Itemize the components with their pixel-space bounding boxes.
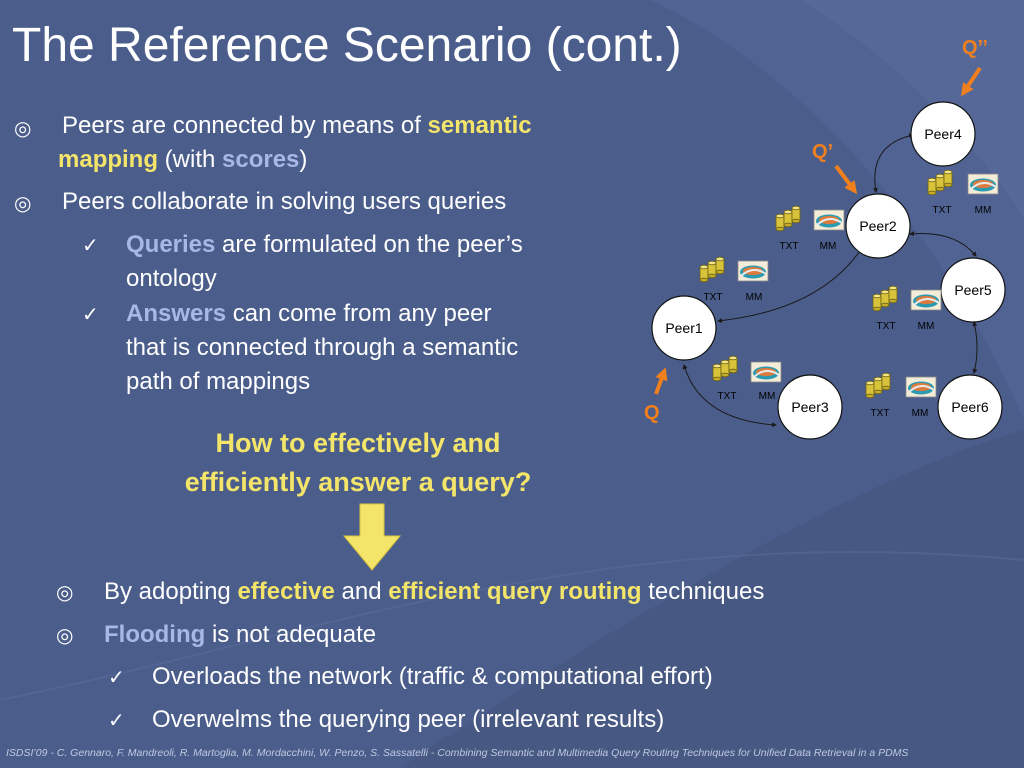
- database-icon: [928, 170, 952, 195]
- highlight-flooding: Flooding: [104, 621, 206, 648]
- sub-answers-line2: that is connected through a semantic: [126, 334, 519, 361]
- bullet-text: By adopting: [104, 578, 238, 605]
- database-icon: [866, 373, 890, 398]
- sub-queries-line1: Queries are formulated on the peer’s: [126, 228, 523, 262]
- mm-label: MM: [975, 205, 992, 216]
- highlight-efficient-query-routing: efficient query routing: [388, 578, 642, 605]
- question-callout: How to effectively and efficiently answe…: [130, 424, 586, 502]
- question-line1: How to effectively and: [215, 428, 501, 458]
- image-icon: [813, 209, 845, 231]
- database-icon: [713, 356, 737, 381]
- peer4-data: TXT MM: [928, 170, 999, 216]
- peer2-node: Peer2: [845, 193, 911, 259]
- txt-label: TXT: [933, 205, 952, 216]
- image-icon: [737, 260, 769, 282]
- bullet-text: and: [334, 578, 389, 605]
- edge-peer1-peer2: [717, 247, 863, 324]
- peer6-label: Peer6: [951, 399, 989, 415]
- mm-label: MM: [759, 391, 776, 402]
- txt-label: TXT: [718, 391, 737, 402]
- slide-footer: ISDSI’09 - C. Gennaro, F. Mandreoli, R. …: [6, 747, 909, 759]
- bullet-text: techniques: [641, 578, 765, 605]
- peer5-node: Peer5: [940, 257, 1006, 323]
- sub-answers-line3: path of mappings: [126, 368, 311, 395]
- peer5-label: Peer5: [954, 282, 992, 298]
- highlight-scores: scores: [222, 146, 300, 173]
- peer3-data: TXT MM: [713, 356, 782, 402]
- edge-peer5-peer6: [972, 321, 978, 374]
- bullet-text: Peers are connected by means of: [62, 112, 428, 139]
- peer1-node: Peer1: [651, 295, 717, 361]
- query-q1-label: Q’: [812, 141, 833, 163]
- edge-peer2-peer4: [872, 133, 914, 193]
- sub-answers-line1: Answers can come from any peer: [126, 297, 492, 331]
- edge-peer1-peer3: [682, 364, 777, 428]
- image-icon: [967, 173, 999, 195]
- peer4-node: Peer4: [910, 101, 976, 167]
- bullet-flooding: Flooding is not adequate: [104, 618, 376, 652]
- bullet-collaborate: Peers collaborate in solving users queri…: [62, 188, 507, 215]
- checkmark-icon: ✓: [82, 302, 99, 326]
- peer5-data: TXT MM: [873, 286, 942, 332]
- bullet-semantic-mapping-line1: Peers are connected by means of semantic: [62, 109, 532, 143]
- checkmark-icon: ✓: [108, 665, 125, 689]
- peer2-label: Peer2: [859, 218, 897, 234]
- highlight-answers: Answers: [126, 300, 227, 327]
- sub-overloads: Overloads the network (traffic & computa…: [152, 663, 713, 690]
- database-icon: [776, 206, 800, 231]
- mm-label: MM: [918, 321, 935, 332]
- database-icon: [873, 286, 897, 311]
- bullet-marker: ◎: [56, 623, 74, 647]
- peer2-data: TXT MM: [776, 206, 845, 252]
- txt-label: TXT: [780, 241, 799, 252]
- query-arrow-q1: [834, 164, 858, 195]
- highlight-mapping: mapping: [58, 146, 158, 173]
- bullet-marker: ◎: [14, 116, 32, 140]
- bullet-text: is not adequate: [205, 621, 377, 648]
- sub-overwhelms: Overwelms the querying peer (irrelevant …: [152, 706, 665, 733]
- peer3-node: Peer3: [777, 374, 843, 440]
- query-q-label: Q: [644, 402, 660, 424]
- bullet-marker: ◎: [14, 191, 32, 215]
- peer1-label: Peer1: [665, 320, 703, 336]
- highlight-queries: Queries: [126, 231, 216, 258]
- question-line2: efficiently answer a query?: [184, 467, 532, 497]
- sub-text: are formulated on the peer’s: [215, 231, 523, 258]
- down-arrow-icon: [342, 503, 402, 571]
- edge-peer2-peer5: [909, 231, 977, 257]
- highlight-semantic: semantic: [427, 112, 532, 139]
- peer3-label: Peer3: [791, 399, 829, 415]
- checkmark-icon: ✓: [108, 708, 125, 732]
- peer6-data: TXT MM: [866, 373, 937, 419]
- highlight-effective: effective: [237, 578, 335, 605]
- txt-label: TXT: [877, 321, 896, 332]
- sub-queries-line2: ontology: [126, 265, 217, 292]
- bullet-text: ): [299, 146, 308, 173]
- checkmark-icon: ✓: [82, 233, 99, 257]
- peer4-label: Peer4: [924, 126, 962, 142]
- image-icon: [910, 289, 942, 311]
- peer1-data: TXT MM: [700, 257, 769, 303]
- mm-label: MM: [746, 292, 763, 303]
- peer-network-diagram: Peer4 Peer2 Peer5 Peer1 Peer3 Peer6 TXT …: [644, 37, 1006, 440]
- query-arrow-q: [654, 367, 668, 395]
- peer6-node: Peer6: [937, 374, 1003, 440]
- image-icon: [750, 361, 782, 383]
- mm-label: MM: [820, 241, 837, 252]
- database-icon: [700, 257, 724, 282]
- bullet-text: (with: [158, 146, 223, 173]
- image-icon: [905, 376, 937, 398]
- sub-text: can come from any peer: [226, 300, 492, 327]
- mm-label: MM: [912, 408, 929, 419]
- txt-label: TXT: [704, 292, 723, 303]
- bullet-query-routing: By adopting effective and efficient quer…: [104, 575, 764, 609]
- slide-title: The Reference Scenario (cont.): [12, 19, 682, 72]
- bullet-marker: ◎: [56, 580, 74, 604]
- query-arrow-q2: [961, 66, 982, 97]
- query-q2-label: Q’’: [962, 37, 988, 59]
- txt-label: TXT: [871, 408, 890, 419]
- bullet-semantic-mapping-line2: mapping (with scores): [58, 143, 307, 177]
